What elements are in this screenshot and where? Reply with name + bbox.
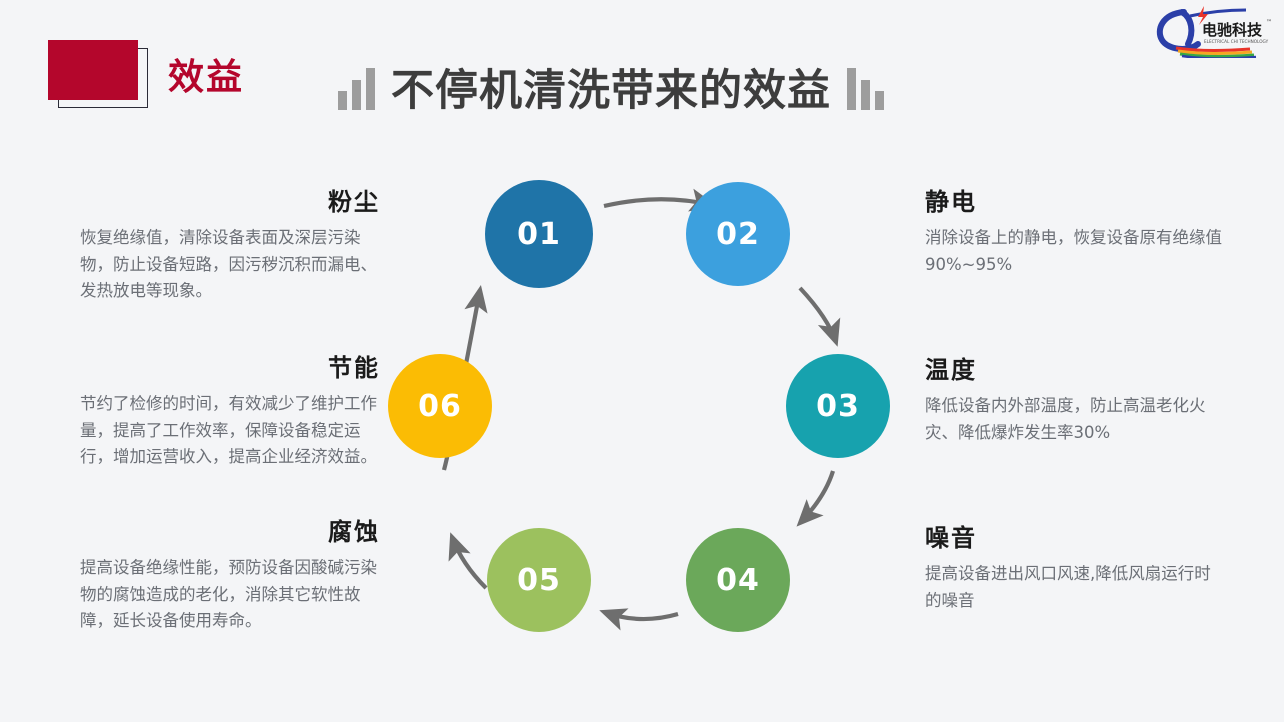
cycle-node-04-label: 04 (716, 562, 760, 598)
cycle-node-01-label: 01 (517, 216, 561, 252)
benefit-heading-corrosion: 腐蚀 (328, 518, 380, 546)
svg-text:™: ™ (1266, 19, 1272, 26)
benefit-block-static: 静电 消除设备上的静电，恢复设备原有绝缘值90%~95% (925, 182, 1225, 278)
benefit-heading-noise: 噪音 (925, 524, 977, 552)
benefit-block-noise: 噪音 提高设备进出风口风速,降低风扇运行时的噪音 (925, 518, 1225, 614)
cycle-node-05[interactable]: 05 (487, 528, 591, 632)
arrow-04-to-05 (599, 608, 679, 631)
benefit-body-noise: 提高设备进出风口风速,降低风扇运行时的噪音 (925, 564, 1211, 610)
benefit-body-static: 消除设备上的静电，恢复设备原有绝缘值90%~95% (925, 228, 1222, 274)
cycle-node-03[interactable]: 03 (786, 354, 890, 458)
cycle-node-01[interactable]: 01 (485, 180, 593, 288)
section-badge-label: 效益 (168, 57, 245, 98)
cycle-node-02-label: 02 (716, 216, 760, 252)
benefit-body-energy: 节约了检修的时间，有效减少了维护工作量，提高了工作效率，保障设备稳定运行，增加运… (80, 394, 377, 467)
page-title: 不停机清洗带来的效益 (391, 66, 831, 116)
benefit-body-dust: 恢复绝缘值，清除设备表面及深层污染物，防止设备短路，因污秽沉积而漏电、发热放电等… (80, 228, 377, 301)
cycle-node-06-label: 06 (418, 388, 462, 424)
benefit-body-corrosion: 提高设备绝缘性能，预防设备因酸碱污染物的腐蚀造成的老化，消除其它软性故障，延长设… (80, 558, 377, 631)
svg-text:电驰科技: 电驰科技 (1202, 21, 1263, 39)
cycle-node-03-label: 03 (816, 388, 860, 424)
cycle-node-02[interactable]: 02 (686, 182, 790, 286)
benefit-block-corrosion: 腐蚀 提高设备绝缘性能，预防设备因酸碱污染物的腐蚀造成的老化，消除其它软性故障，… (80, 512, 380, 635)
arrow-05-to-06 (448, 532, 488, 590)
arrow-02-to-03 (798, 286, 841, 347)
section-badge-fill (48, 40, 138, 100)
cycle-node-04[interactable]: 04 (686, 528, 790, 632)
slide-title-row: 不停机清洗带来的效益 (338, 66, 884, 116)
svg-text:ELECTRICAL CHI TECHNOLOGY: ELECTRICAL CHI TECHNOLOGY (1204, 39, 1269, 44)
benefit-block-dust: 粉尘 恢复绝缘值，清除设备表面及深层污染物，防止设备短路，因污秽沉积而漏电、发热… (80, 182, 380, 305)
arrow-03-to-04 (796, 470, 836, 527)
benefit-block-energy: 节能 节约了检修的时间，有效减少了维护工作量，提高了工作效率，保障设备稳定运行，… (80, 348, 380, 471)
cycle-node-06[interactable]: 06 (388, 354, 492, 458)
benefit-heading-energy: 节能 (328, 354, 380, 382)
benefit-heading-static: 静电 (925, 188, 977, 216)
benefit-heading-dust: 粉尘 (328, 188, 380, 216)
benefit-body-temperature: 降低设备内外部温度，防止高温老化火灾、降低爆炸发生率30% (925, 396, 1206, 442)
bar-chart-ascending-icon (338, 66, 375, 110)
benefit-heading-temperature: 温度 (925, 356, 977, 384)
bar-chart-descending-icon (847, 66, 884, 110)
company-logo: 电驰科技 ELECTRICAL CHI TECHNOLOGY ™ (1146, 4, 1278, 60)
cycle-node-05-label: 05 (517, 562, 561, 598)
logo-artwork: 电驰科技 ELECTRICAL CHI TECHNOLOGY ™ (1156, 6, 1272, 60)
benefit-block-temperature: 温度 降低设备内外部温度，防止高温老化火灾、降低爆炸发生率30% (925, 350, 1225, 446)
